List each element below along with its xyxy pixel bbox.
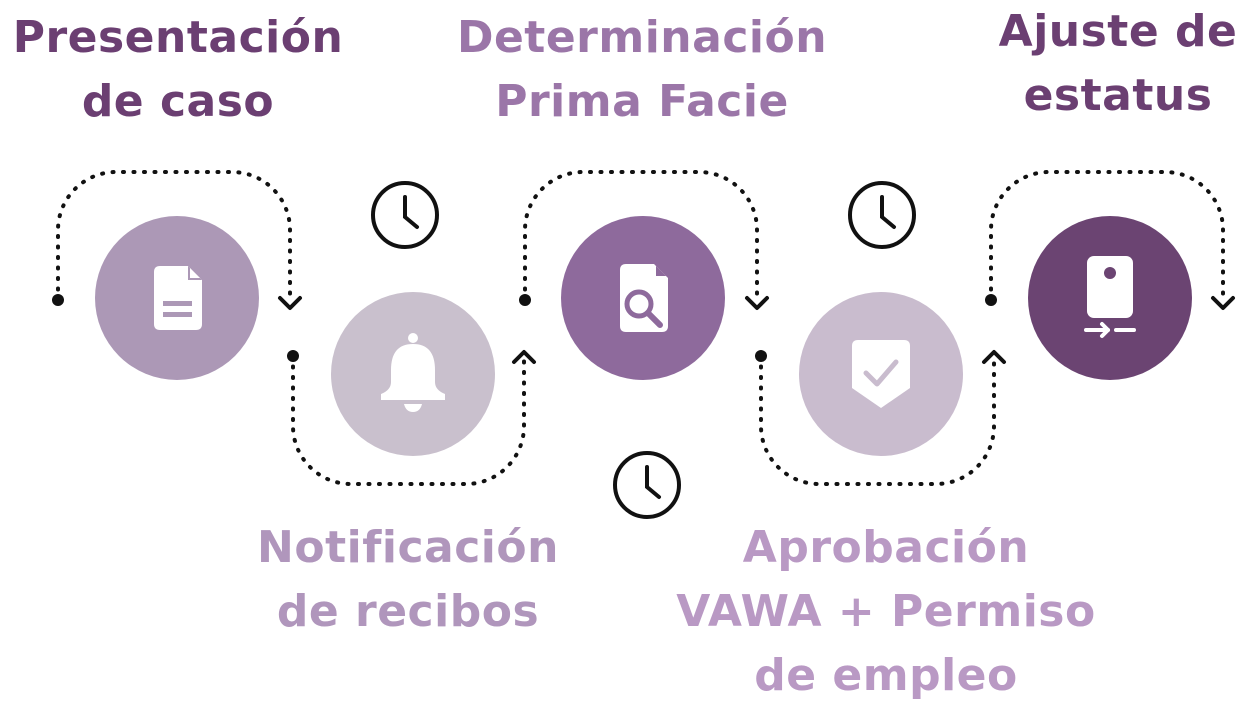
clock-icon <box>848 181 916 249</box>
step-3-label-line-2: Prima Facie <box>495 76 789 127</box>
step-4-label-line-2: VAWA + Permiso <box>676 586 1096 637</box>
step-1-label-line-2: de caso <box>81 76 275 127</box>
connector-dot-5 <box>985 294 997 306</box>
connector-arc-5 <box>989 170 1225 302</box>
connector-arc-2 <box>291 354 526 486</box>
step-3-label-line-1: Determinación <box>456 12 828 63</box>
step-2-label: Notificación de recibos <box>236 516 580 644</box>
arrowhead-up-2 <box>512 350 536 364</box>
step-1-label-line-1: Presentación <box>12 12 344 63</box>
arrowhead-down-5 <box>1211 296 1235 310</box>
connector-arc-4 <box>759 354 996 486</box>
arrowhead-down-3 <box>745 296 769 310</box>
step-1-label: Presentación de caso <box>0 6 356 134</box>
document-icon <box>154 266 202 330</box>
connector-dot-2 <box>287 350 299 362</box>
step-4-label-line-3: de empleo <box>754 650 1018 701</box>
bell-icon <box>381 333 445 412</box>
step-2-label-line-2: de recibos <box>276 586 540 637</box>
connector-dot-4 <box>755 350 767 362</box>
step-5-label: Ajuste de estatus <box>994 0 1242 128</box>
step-4-label-line-1: Aprobación <box>742 522 1030 573</box>
shield-check-icon <box>852 340 910 408</box>
connector-arc-1 <box>56 170 292 302</box>
step-3-label: Determinación Prima Facie <box>440 6 844 134</box>
step-5-label-line-2: estatus <box>1023 70 1213 121</box>
connector-arc-3 <box>523 170 759 302</box>
connector-dot-3 <box>519 294 531 306</box>
step-5-label-line-1: Ajuste de <box>998 6 1238 57</box>
step-2-label-line-1: Notificación <box>257 522 559 573</box>
step-4-label: Aprobación VAWA + Permiso de empleo <box>664 516 1108 706</box>
clock-icon <box>371 181 439 249</box>
clock-icon <box>613 451 681 519</box>
document-search-icon <box>620 264 668 332</box>
connector-dot-1 <box>52 294 64 306</box>
id-card-icon <box>1084 256 1136 338</box>
arrowhead-down-1 <box>278 296 302 310</box>
arrowhead-up-4 <box>982 350 1006 364</box>
